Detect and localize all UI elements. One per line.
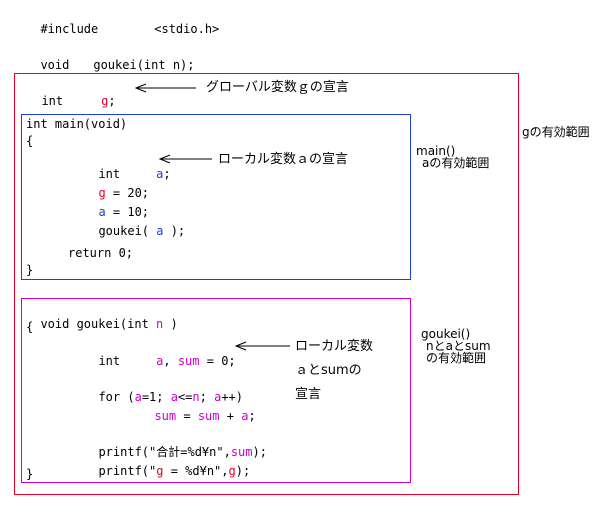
goukei-scope-box — [21, 298, 411, 483]
goukei-annotation-arrow — [234, 341, 290, 351]
for-a1: a — [134, 390, 142, 404]
main-line-g: g = 20; — [84, 172, 149, 200]
main-decl-annotation: ローカル変数ａの宣言 — [218, 152, 349, 167]
main-decl-line: int a; — [84, 153, 171, 181]
main-scope-label-2: aの有効範囲 — [422, 156, 490, 170]
printf1-post: ); — [252, 445, 267, 459]
main-call-post: ); — [163, 224, 186, 238]
global-type: int — [41, 94, 64, 108]
main-return: return 0; — [68, 246, 134, 260]
goukei-scope-label-1: goukei() — [421, 327, 471, 341]
global-annotation-arrow — [134, 83, 196, 93]
for-a3: a — [214, 390, 222, 404]
goukei-scope-label-3: の有効範囲 — [426, 351, 487, 365]
printf2-g2: g — [228, 464, 236, 478]
goukei-sig-pre: void goukei(int — [40, 317, 157, 331]
include-keyword: #include — [40, 22, 99, 36]
goukei-printf-2: printf("g = %d¥n",g); — [84, 450, 250, 478]
goukei-decl-sum: sum — [177, 354, 200, 368]
sum-rhs: sum — [197, 409, 220, 423]
goukei-sig-post: ) — [163, 317, 178, 331]
main-line-a-rest: = 10; — [105, 205, 150, 219]
main-signature: int main(void) — [26, 117, 128, 131]
sum-plus: + — [219, 409, 242, 423]
global-var: g — [101, 94, 109, 108]
sum-mid: = — [176, 409, 198, 423]
printf1-pre: printf("合計=%d¥n", — [98, 445, 231, 459]
main-call-pre: goukei( — [98, 224, 157, 238]
global-annotation: グローバル変数ｇの宣言 — [206, 80, 349, 95]
for-m1: =1; — [141, 390, 171, 404]
main-line-call: goukei( a ); — [84, 210, 185, 238]
sum-lhs: sum — [154, 409, 177, 423]
prototype-signature: goukei(int n); — [93, 58, 195, 72]
goukei-for-line: for (a=1; a<=n; a++) — [84, 376, 243, 404]
main-open-brace: { — [26, 134, 34, 148]
global-scope-label: gの有効範囲 — [522, 125, 590, 139]
goukei-decl-line: int a, sum = 0; — [84, 340, 236, 368]
include-line: #include <stdio.h> — [26, 8, 219, 36]
main-line-a: a = 10; — [84, 191, 149, 219]
prototype-line: void goukei(int n); — [26, 44, 195, 72]
goukei-signature: void goukei(int n ) — [26, 303, 178, 331]
main-annotation-arrow — [158, 154, 212, 164]
printf2-mid: = %d¥n", — [163, 464, 229, 478]
goukei-annotation-2: ａとsumの — [295, 363, 362, 378]
goukei-decl-a: a — [156, 354, 164, 368]
global-scope-box — [14, 73, 519, 495]
main-close-brace: } — [26, 263, 34, 277]
goukei-decl-type: int — [98, 354, 121, 368]
printf2-pre: printf(" — [98, 464, 157, 478]
for-n: n — [192, 390, 200, 404]
for-a2: a — [170, 390, 178, 404]
include-file: <stdio.h> — [154, 22, 220, 36]
goukei-annotation-3: 宣言 — [295, 387, 322, 402]
sum-end: ; — [248, 409, 256, 423]
prototype-return-type: void — [40, 58, 70, 72]
printf2-g1: g — [156, 464, 164, 478]
main-line-g-var: g — [98, 186, 106, 200]
for-pre: for ( — [98, 390, 135, 404]
goukei-sum-line: sum = sum + a; — [140, 395, 256, 423]
goukei-close-brace: } — [26, 467, 34, 481]
for-m2: <= — [177, 390, 193, 404]
goukei-scope-label-2: nとaとsum — [426, 339, 491, 353]
main-line-a-var: a — [98, 205, 106, 219]
main-scope-box — [21, 114, 411, 280]
goukei-printf-1: printf("合計=%d¥n",sum); — [84, 431, 267, 459]
main-call-arg: a — [156, 224, 164, 238]
main-decl-var: a — [156, 167, 164, 181]
sum-a: a — [241, 409, 249, 423]
printf2-post: ); — [235, 464, 251, 478]
for-m3: ; — [199, 390, 215, 404]
goukei-decl-rest: = 0; — [199, 354, 236, 368]
main-line-g-rest: = 20; — [105, 186, 150, 200]
main-decl-type: int — [98, 167, 121, 181]
goukei-sig-param: n — [156, 317, 164, 331]
printf1-sum: sum — [230, 445, 253, 459]
goukei-open-brace: { — [26, 320, 34, 334]
goukei-annotation-1: ローカル変数 — [295, 339, 374, 354]
main-decl-semi: ; — [163, 167, 171, 181]
goukei-decl-comma: , — [163, 354, 178, 368]
global-declaration: int g; — [27, 80, 116, 108]
global-semicolon: ; — [108, 94, 116, 108]
for-post: ++) — [221, 390, 244, 404]
main-scope-label-1: main() — [416, 144, 456, 158]
